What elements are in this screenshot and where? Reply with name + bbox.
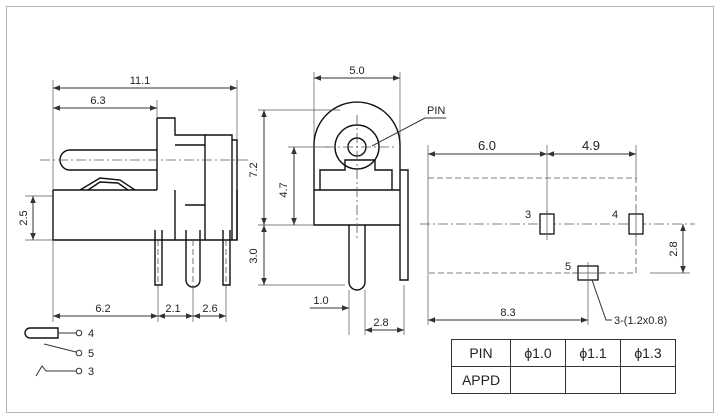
pin-table-appd-row: APPD (451, 366, 676, 394)
dim-6-3: 6.3 (90, 95, 105, 107)
dim-11-1: 11.1 (130, 75, 151, 87)
dim-5-0: 5.0 (349, 65, 364, 77)
dim-2-6: 2.6 (202, 303, 217, 315)
pin-table-header: PIN (451, 339, 511, 367)
pin-table-cell (620, 366, 676, 394)
pin-table-row-label: APPD (451, 366, 511, 394)
pin-table: PIN ϕ1.0 ϕ1.1 ϕ1.3 APPD (451, 339, 676, 394)
schematic-symbol: 4 5 3 (24, 327, 94, 378)
drawing-frame (6, 6, 714, 413)
pin-table-header-row: PIN ϕ1.0 ϕ1.1 ϕ1.3 (451, 339, 676, 367)
pin-table-cell (510, 366, 566, 394)
schematic-pin-5: 5 (88, 348, 94, 360)
dim-2-8: 2.8 (373, 317, 388, 329)
pin-table-cell (565, 366, 621, 394)
dim-8-3: 8.3 (500, 307, 515, 319)
pin-callout: PIN (427, 105, 445, 117)
front-view: 5.0 PIN 7.2 4.7 3.0 1.0 (248, 65, 446, 335)
dim-1-0: 1.0 (313, 295, 328, 307)
schematic-pin-4: 4 (88, 328, 94, 340)
dim-6-0: 6.0 (478, 138, 496, 153)
pad-label-4: 4 (612, 209, 618, 221)
dim-4-9: 4.9 (582, 138, 600, 153)
dim-6-2: 6.2 (95, 303, 110, 315)
footprint-view: 6.0 4.9 3 4 5 2.8 8.3 3-(1.2x0.8) (420, 138, 695, 327)
pad-size-callout: 3-(1.2x0.8) (614, 315, 667, 327)
side-view: 11.1 6.3 2.5 (18, 75, 250, 322)
dim-2-8-vertical: 2.8 (668, 241, 680, 256)
pin-table-dia-1: ϕ1.0 (510, 339, 566, 367)
dim-4-7: 4.7 (278, 182, 290, 197)
pin-table-dia-2: ϕ1.1 (565, 339, 621, 367)
dim-2-5: 2.5 (18, 210, 30, 225)
dim-2-1: 2.1 (165, 303, 180, 315)
schematic-pin-3: 3 (88, 366, 94, 378)
pin-table-dia-3: ϕ1.3 (620, 339, 676, 367)
pad-label-3: 3 (525, 209, 531, 221)
pad-label-5: 5 (565, 261, 571, 273)
dim-7-2: 7.2 (248, 162, 260, 177)
dim-3-0: 3.0 (248, 248, 260, 263)
